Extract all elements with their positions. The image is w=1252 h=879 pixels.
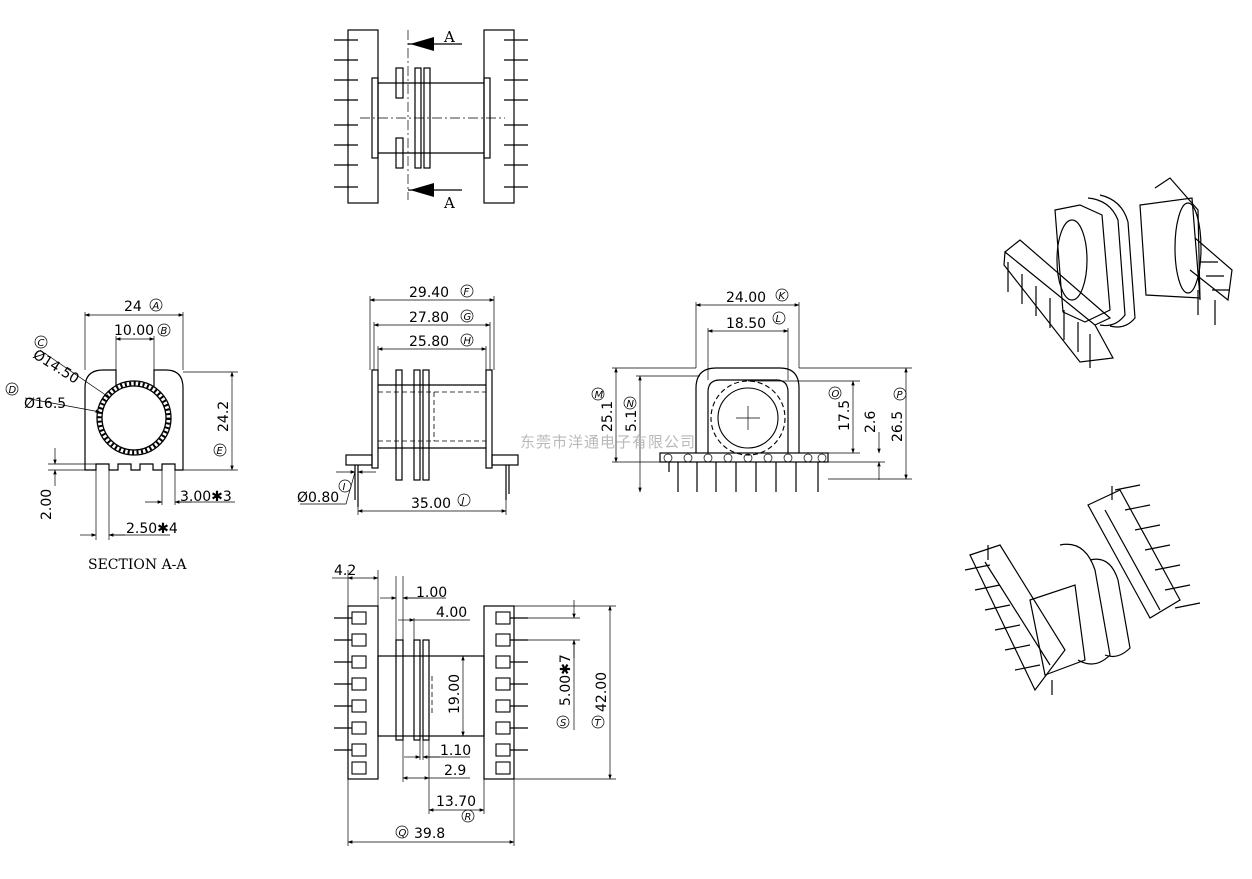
dim-b-tag: B <box>161 326 168 337</box>
dim-f-tag: F <box>464 287 470 298</box>
dim-d-tag: D <box>9 385 17 396</box>
dim-a-tag: A <box>152 301 160 312</box>
dim-f-value: 29.40 <box>409 285 449 301</box>
dim-e-tag: E <box>217 446 224 457</box>
dim-n-value: 5.1 <box>624 410 640 432</box>
section-label: SECTION A-A <box>88 557 187 573</box>
dim-c-value: Ø14.50 <box>30 347 82 388</box>
dim-i-value: Ø0.80 <box>297 490 339 506</box>
bottom-view: 4.2 1.00 4.00 19.00 1.10 2.9 13.70 R 3 <box>332 563 616 846</box>
top-view-right-pins <box>504 39 528 188</box>
dim-base-value: 2.00 <box>39 489 55 520</box>
dim-l-tag: L <box>776 314 782 325</box>
dim-b-value: 10.00 <box>114 323 154 339</box>
dim-e-value: 24.2 <box>216 401 232 432</box>
dim-bottom-a-value: 4.2 <box>334 563 356 579</box>
dim-bottom-f-value: 2.9 <box>444 763 466 779</box>
section-view: 24 A 10.00 B C Ø14.50 D Ø16.5 24.2 E 2.0… <box>5 298 238 573</box>
dim-o-value: 17.5 <box>837 400 853 431</box>
section-marker-bottom: A <box>443 194 455 212</box>
side-view-pins <box>663 453 827 492</box>
dim-bottom-e-value: 1.10 <box>440 743 471 759</box>
dim-k-tag: K <box>779 291 787 302</box>
dim-h-tag: H <box>464 336 472 347</box>
dim-n-tag: N <box>627 399 635 410</box>
dim-p-value: 26.5 <box>890 411 906 442</box>
dim-o-tag: O <box>832 389 840 400</box>
dim-notch-value: 3.00✱3 <box>180 489 232 505</box>
dim-a-value: 24 <box>124 299 142 315</box>
front-view: 29.40 F 27.80 G 25.80 H Ø0.80 I 35.00 J <box>297 284 519 515</box>
isometric-view-1 <box>1003 177 1233 368</box>
dim-c-tag: C <box>38 338 45 349</box>
top-view-left-pins <box>334 39 358 188</box>
iso1-right-pins <box>1197 261 1230 325</box>
dim-bottom-t-tag: T <box>595 718 602 729</box>
dim-bottom-r-tag: R <box>465 812 472 823</box>
dim-j-tag: J <box>460 496 465 507</box>
dim-bottom-q-value: 39.8 <box>414 826 445 842</box>
bottom-view-right-pads <box>495 611 528 775</box>
dim-bottom-c-value: 4.00 <box>436 605 467 621</box>
section-marker-top: A <box>443 28 455 46</box>
bottom-view-left-pads <box>334 611 367 775</box>
dim-j-value: 35.00 <box>411 496 451 512</box>
dim-h-value: 25.80 <box>409 334 449 350</box>
dim-bottom-b-value: 1.00 <box>416 585 447 601</box>
top-view: A A <box>334 28 528 212</box>
dim-bottom-r-value: 13.70 <box>436 794 476 810</box>
dim-bottom-t-value: 42.00 <box>594 672 610 712</box>
isometric-view-2 <box>964 484 1201 695</box>
dim-p-tag: P <box>897 390 904 401</box>
dim-bottom-d-value: 19.00 <box>447 674 463 714</box>
dim-d-value: Ø16.5 <box>24 396 66 412</box>
dim-g-value: 27.80 <box>409 310 449 326</box>
watermark: 东莞市洋通电子有限公司 <box>520 433 696 451</box>
dim-l-value: 18.50 <box>726 316 766 332</box>
dim-p-small-value: 2.6 <box>863 411 879 433</box>
iso2-right-pins <box>1111 484 1201 609</box>
dim-k-value: 24.00 <box>726 290 766 306</box>
side-view: 24.00 K 18.50 L 25.1 M 5.1 N 17.5 O 2.6 … <box>591 288 912 493</box>
dim-g-tag: G <box>464 312 472 323</box>
dim-m-value: 25.1 <box>600 401 616 432</box>
dim-bottom-q-tag: Q <box>399 828 407 839</box>
dim-m-tag: M <box>595 390 604 401</box>
iso1-pins <box>1007 262 1091 368</box>
dim-i-tag: I <box>343 482 346 493</box>
dim-bottom-s-value: 5.00✱7 <box>558 654 574 706</box>
dim-bottom-s-tag: S <box>560 718 567 729</box>
dim-pitch-value: 2.50✱4 <box>126 521 178 537</box>
iso2-left-pins <box>964 545 1053 695</box>
